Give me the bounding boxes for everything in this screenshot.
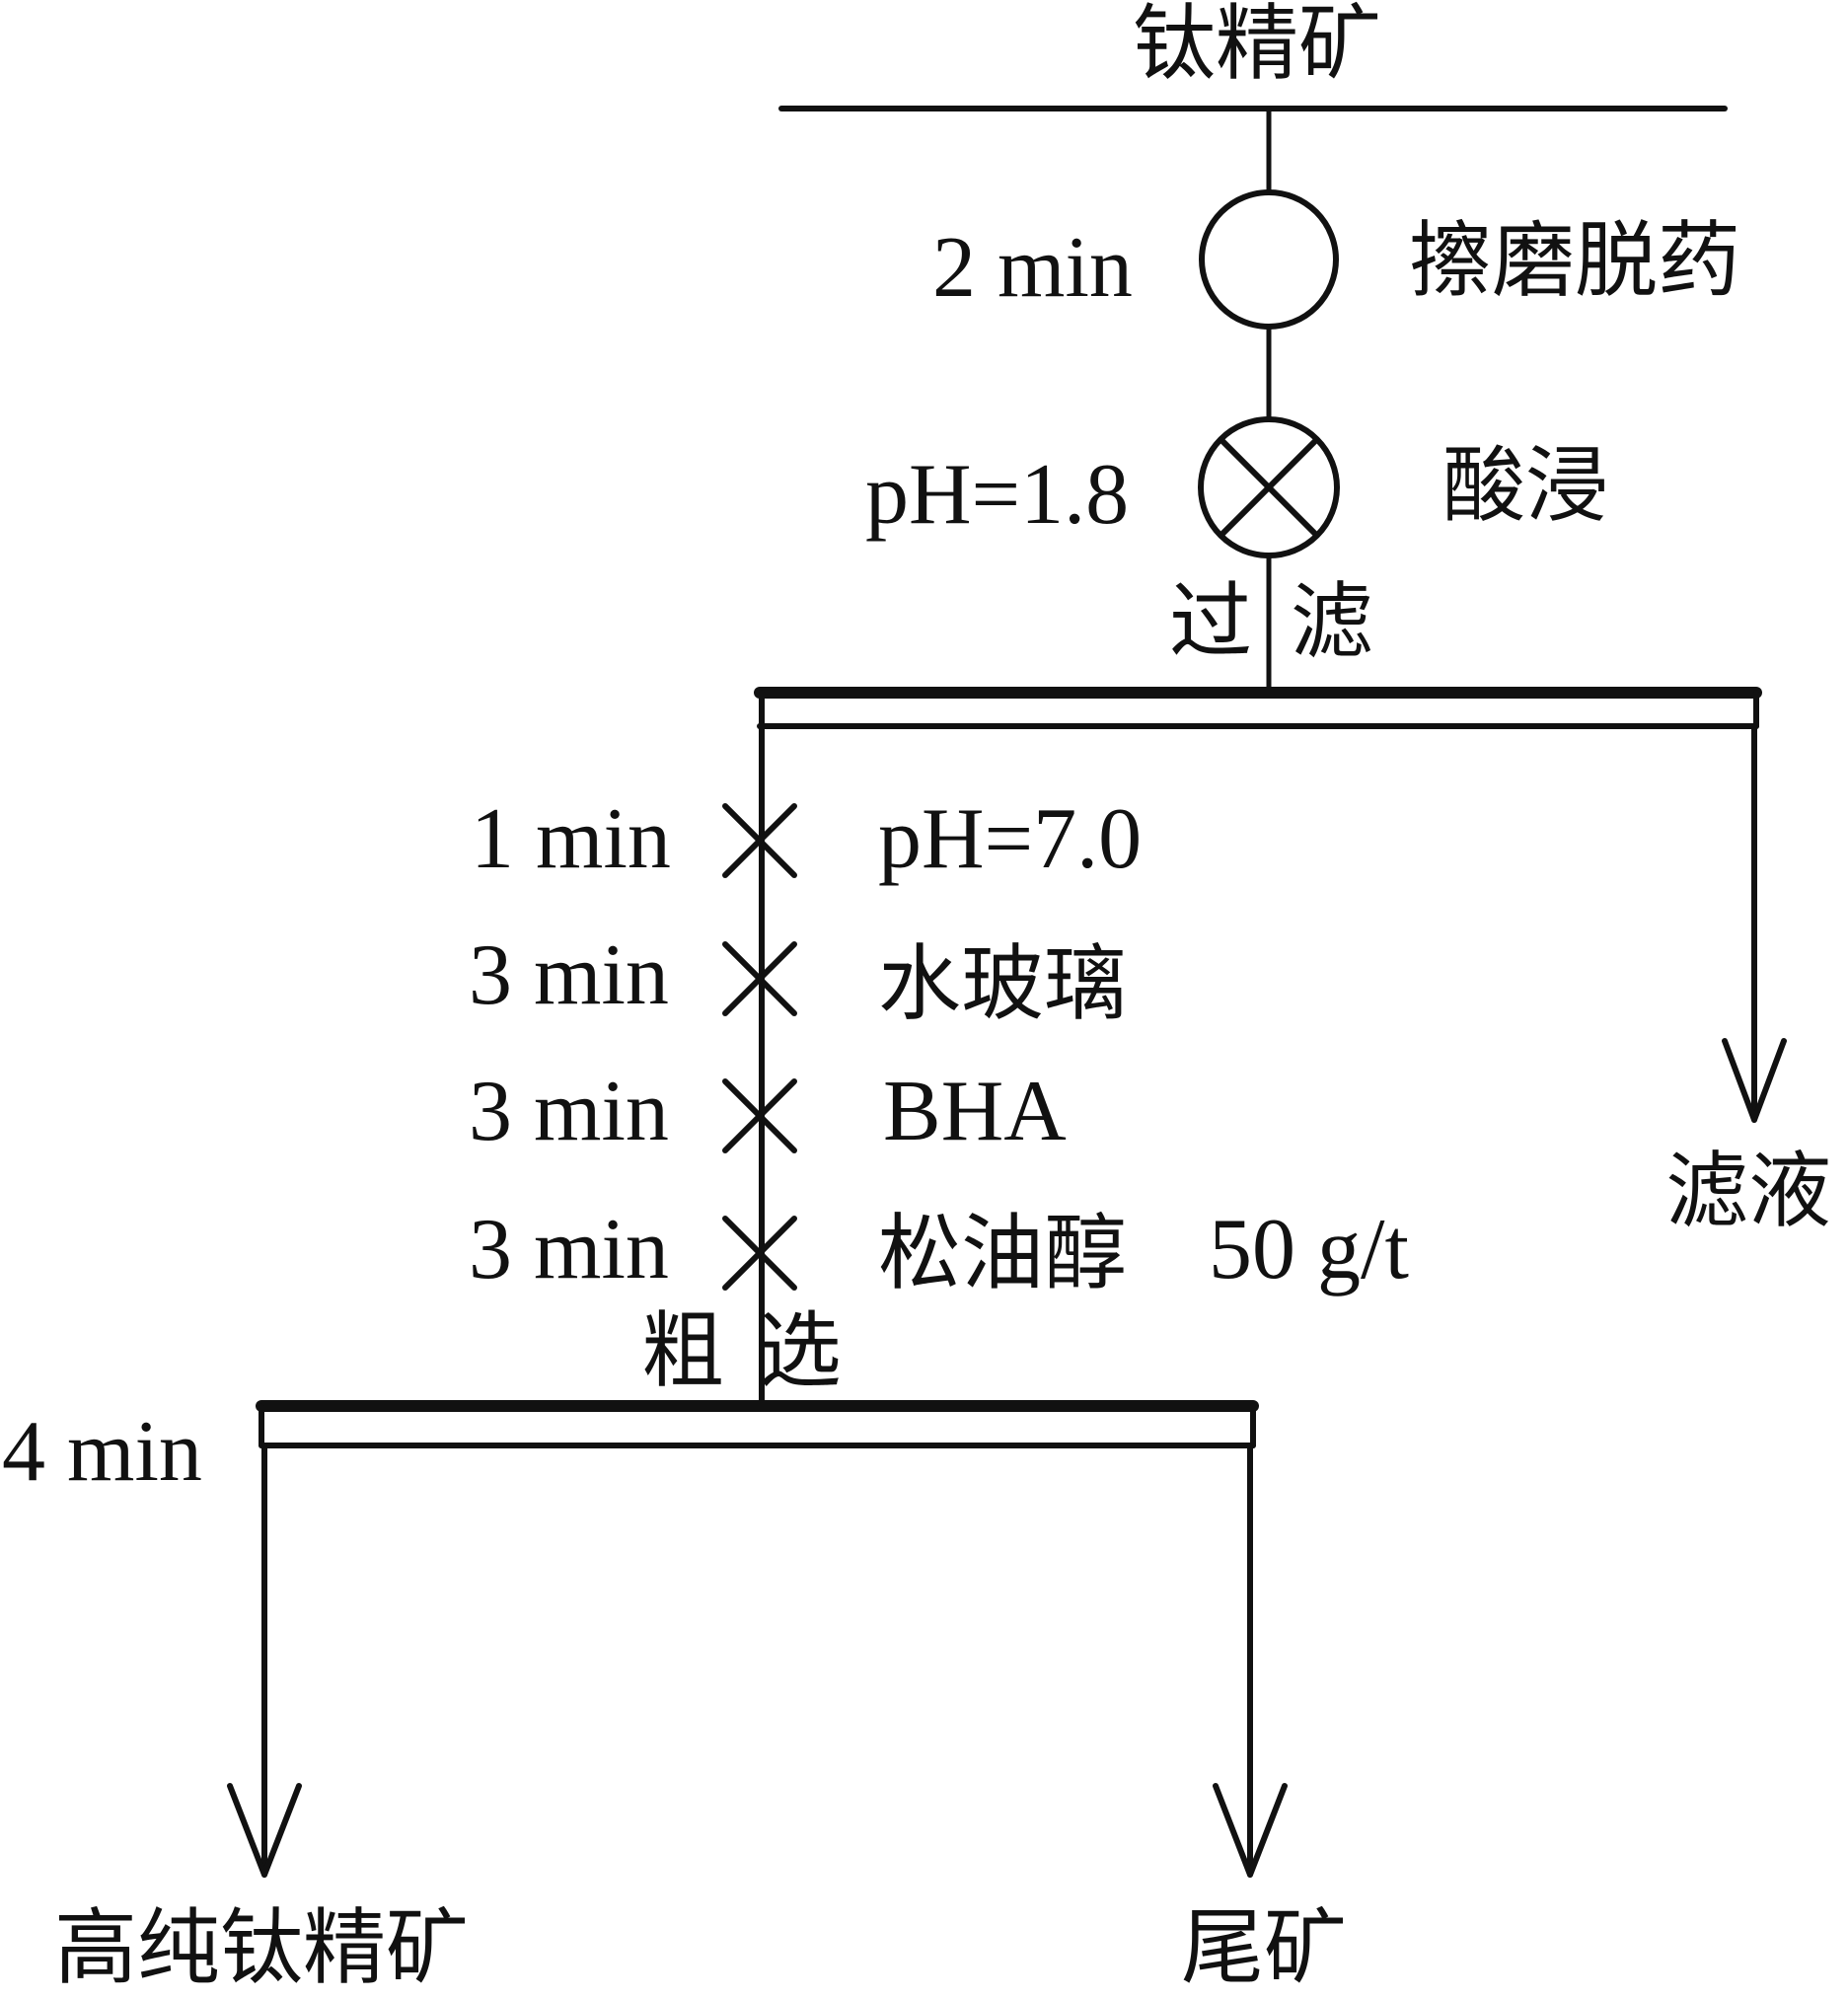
cond-1-reagent-label: pH=7.0: [878, 791, 1143, 887]
rougher-time-label: 4 min: [2, 1404, 202, 1500]
filter-label: 过 滤: [1169, 573, 1379, 670]
acid-leach-icon: [1198, 416, 1340, 558]
cond-4-dosage-label: 50 g/t: [1209, 1202, 1409, 1297]
rougher-bar-icon: [256, 1400, 1259, 1448]
filtrate-arrow-icon: [1722, 1038, 1787, 1123]
filter-bar-icon: [754, 687, 1762, 729]
acid-leach-label: 酸浸: [1442, 437, 1609, 534]
conditioning-cross-icon: [722, 1078, 797, 1153]
cond-3-time-label: 3 min: [469, 1064, 669, 1159]
rougher-label: 粗 选: [641, 1302, 846, 1399]
conditioning-cross-icon: [722, 803, 797, 878]
cond-2-time-label: 3 min: [469, 927, 669, 1023]
cond-2-reagent-label: 水玻璃: [878, 935, 1128, 1032]
scrub-circle-icon: [1199, 189, 1339, 330]
cond-4-time-label: 3 min: [469, 1202, 669, 1297]
cond-3-reagent-label: BHA: [883, 1064, 1067, 1159]
concentrate-arrow-icon: [227, 1783, 302, 1878]
feed-label: 钛精矿: [1133, 0, 1382, 92]
conditioning-cross-icon: [722, 1216, 797, 1291]
scrub-label: 擦磨脱药: [1409, 212, 1741, 309]
acid-ph-label: pH=1.8: [865, 447, 1130, 543]
cond-4-reagent-label: 松油醇: [878, 1205, 1128, 1301]
scrub-time-label: 2 min: [932, 220, 1133, 316]
conditioning-cross-icon: [722, 941, 797, 1016]
tailings-label: 尾矿: [1181, 1899, 1348, 1996]
filtrate-label: 滤液: [1665, 1143, 1832, 1239]
cond-1-time-label: 1 min: [471, 791, 671, 887]
tailings-arrow-icon: [1213, 1783, 1288, 1878]
concentrate-label: 高纯钛精矿: [54, 1899, 470, 1996]
